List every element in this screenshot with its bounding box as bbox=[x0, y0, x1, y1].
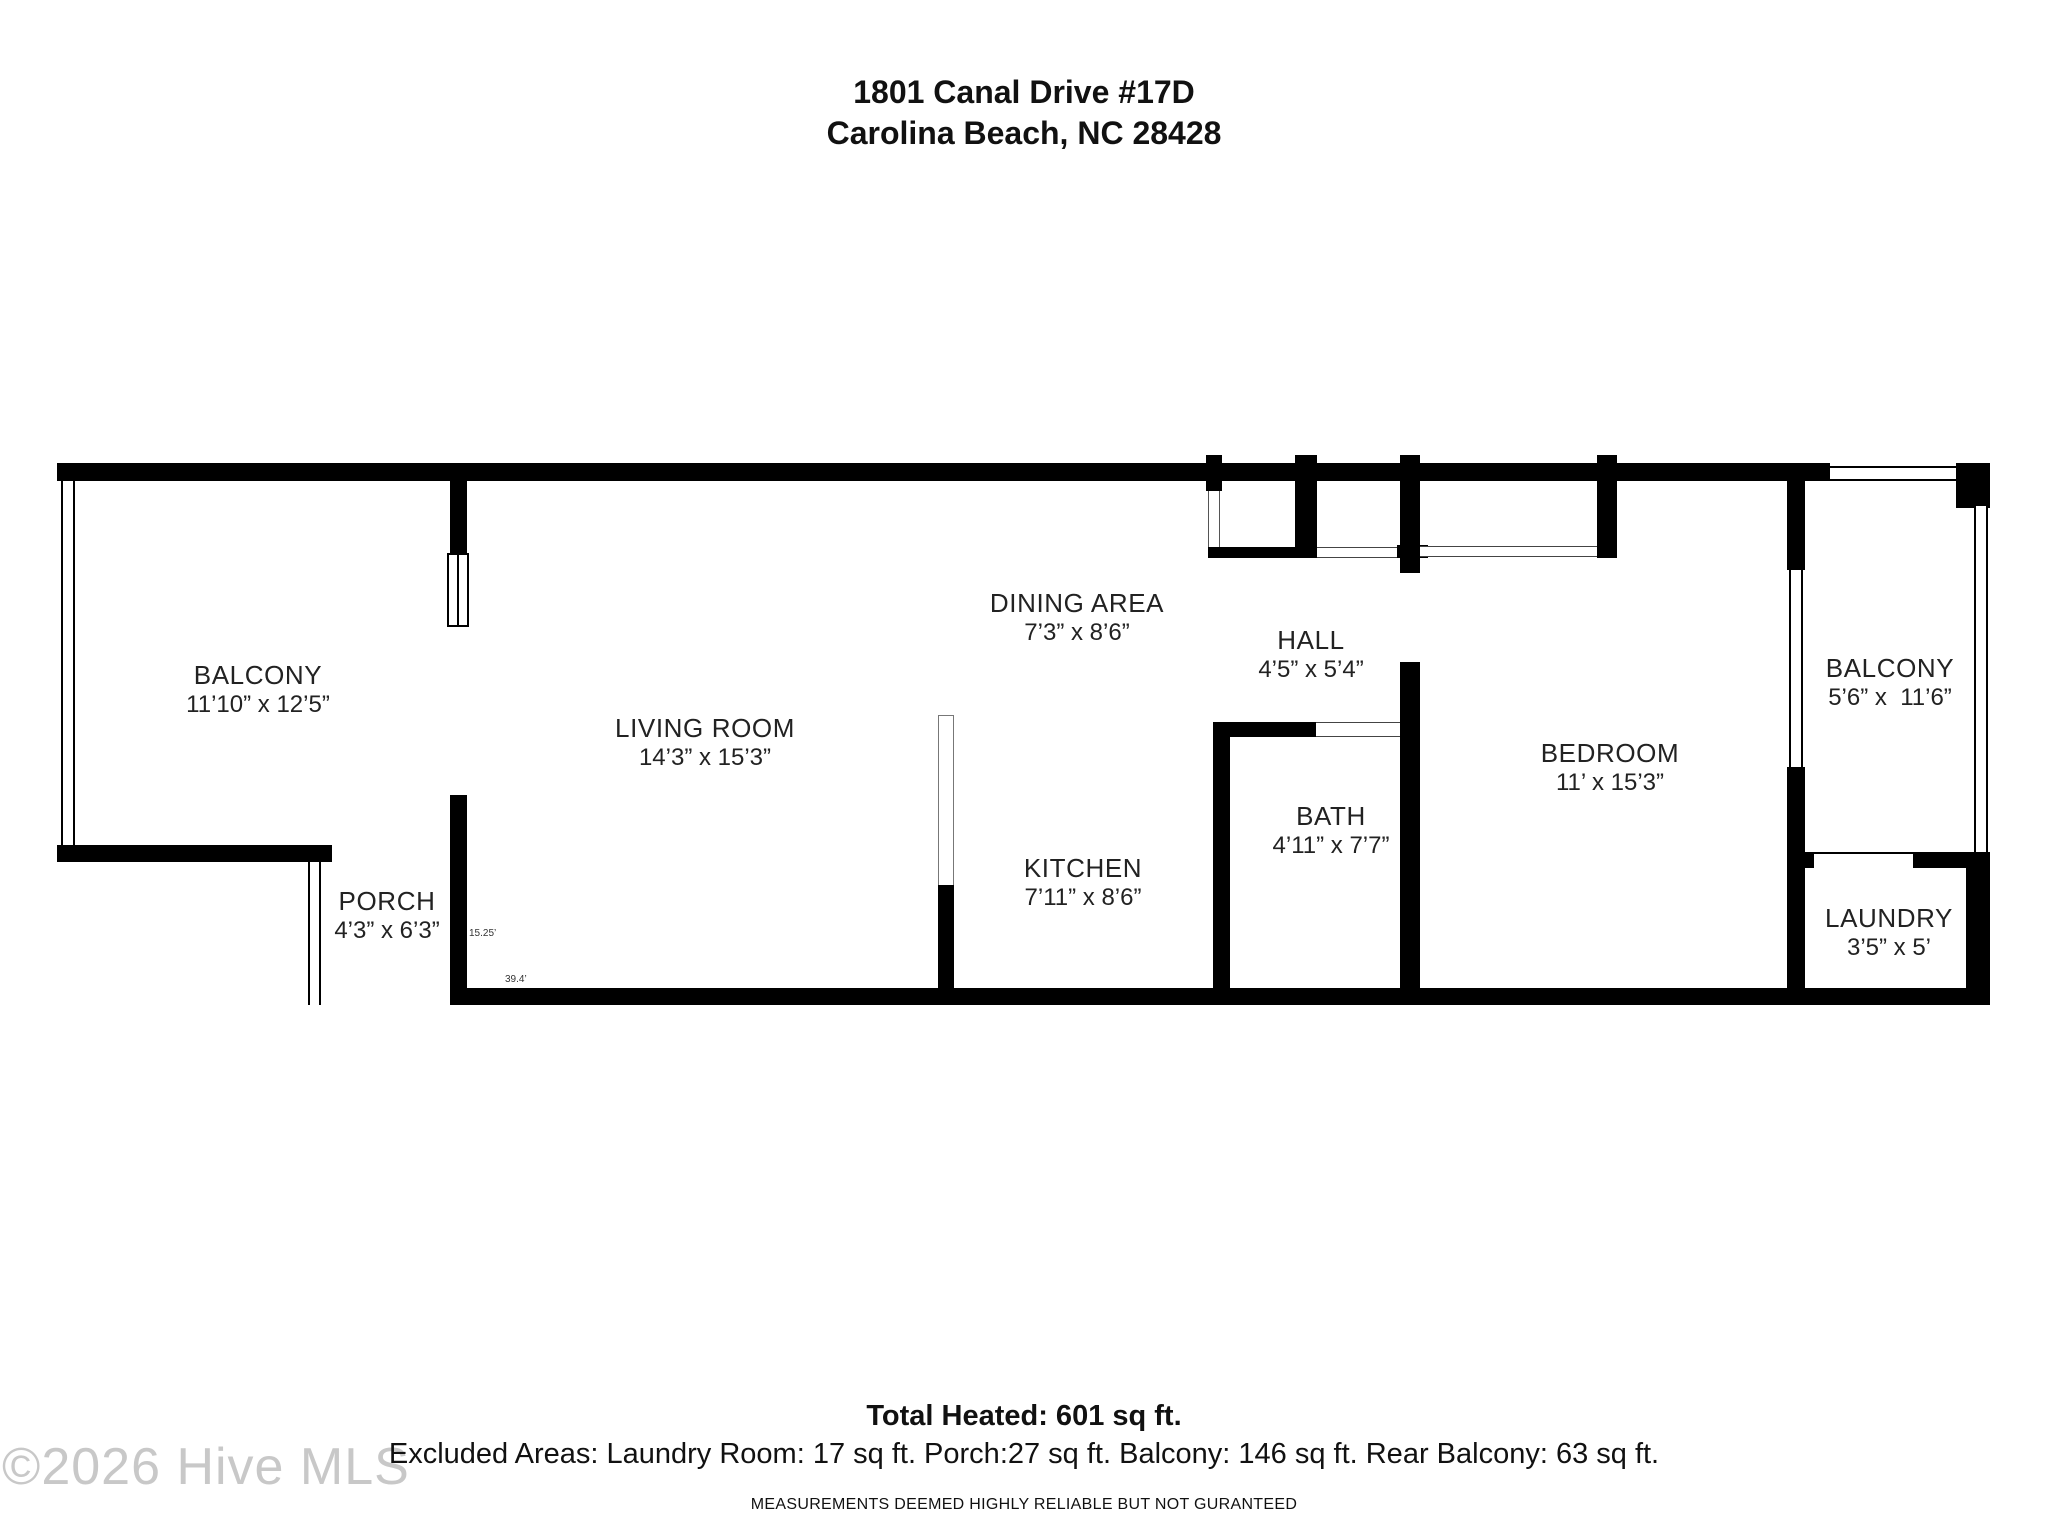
wall-bedroom-east-upper bbox=[1787, 463, 1805, 570]
laundry-door-opening bbox=[1814, 852, 1913, 868]
address-line-1: 1801 Canal Drive #17D bbox=[853, 74, 1195, 110]
room-dimensions: 4’3” x 6’3” bbox=[334, 917, 440, 944]
room-label-bedroom: BEDROOM 11’ x 15’3” bbox=[1541, 738, 1680, 797]
room-dimensions: 4’5” x 5’4” bbox=[1258, 656, 1364, 683]
entry-closet-west-wall bbox=[1208, 481, 1220, 547]
room-label-kitchen: KITCHEN 7’11” x 8’6” bbox=[1024, 853, 1142, 912]
room-label-dining-area: DINING AREA 7’3” x 8’6” bbox=[990, 588, 1164, 647]
wall-bedroom-east-lower bbox=[1787, 767, 1805, 1005]
entry-door-opening bbox=[1317, 547, 1400, 558]
room-name: BALCONY bbox=[193, 660, 323, 690]
room-name: LAUNDRY bbox=[1825, 903, 1953, 933]
address-line-2: Carolina Beach, NC 28428 bbox=[826, 115, 1222, 151]
room-dimensions: 7’3” x 8’6” bbox=[1024, 619, 1130, 646]
room-dimensions: 11’ x 15’3” bbox=[1555, 769, 1665, 796]
room-dimensions: 14’3” x 15’3” bbox=[638, 744, 772, 771]
kitchen-counter bbox=[938, 715, 954, 887]
room-dimensions: 5’6” x 11’6” bbox=[1828, 684, 1952, 711]
room-dimensions: 7’11” x 8’6” bbox=[1024, 884, 1142, 911]
room-label-balcony-left: BALCONY 11’10” x 12’5” bbox=[186, 660, 330, 719]
bath-door-opening bbox=[1316, 722, 1400, 737]
room-label-porch: PORCH 4’3” x 6’3” bbox=[334, 886, 439, 945]
dimension-annotation-vertical: 15.25’ bbox=[469, 928, 497, 939]
porch-railing bbox=[308, 862, 321, 1005]
room-name: PORCH bbox=[338, 886, 436, 916]
wall-stub-3 bbox=[1400, 455, 1420, 464]
entry-closet-east-wall bbox=[1295, 481, 1317, 558]
wall-kitchen-west-lower bbox=[938, 885, 954, 988]
wall-bath-west bbox=[1213, 722, 1230, 988]
wall-living-west-upper bbox=[450, 481, 467, 553]
wall-stub-2 bbox=[1295, 455, 1317, 464]
window-living-balcony bbox=[447, 553, 469, 627]
wall-top-right-corner bbox=[1956, 463, 1990, 508]
room-label-laundry: LAUNDRY 3’5” x 5’ bbox=[1825, 903, 1953, 962]
wall-laundry-east bbox=[1966, 852, 1990, 1005]
room-dimensions: 11’10” x 12’5” bbox=[186, 691, 330, 718]
room-name: HALL bbox=[1277, 625, 1345, 655]
room-label-bath: BATH 4’11” x 7’7” bbox=[1273, 801, 1390, 860]
room-name: LIVING ROOM bbox=[615, 713, 795, 743]
total-heated-area: Total Heated: 601 sq ft. bbox=[866, 1400, 1182, 1432]
wall-top bbox=[57, 463, 1830, 481]
room-label-living-room: LIVING ROOM 14’3” x 15’3” bbox=[615, 713, 795, 772]
wall-stub-1 bbox=[1206, 455, 1222, 464]
measurement-disclaimer: MEASUREMENTS DEEMED HIGHLY RELIABLE BUT … bbox=[750, 1496, 1298, 1513]
room-name: BEDROOM bbox=[1540, 738, 1680, 768]
room-name: BALCONY bbox=[1825, 653, 1955, 683]
room-name: KITCHEN bbox=[1023, 853, 1143, 883]
wall-laundry-top-right bbox=[1913, 852, 1990, 868]
balcony-right-railing bbox=[1974, 506, 1988, 854]
room-dimensions: 3’5” x 5’ bbox=[1846, 934, 1932, 961]
room-label-hall: HALL 4’5” x 5’4” bbox=[1258, 625, 1363, 684]
property-address: 1801 Canal Drive #17D Carolina Beach, NC… bbox=[0, 72, 2048, 154]
excluded-areas: Excluded Areas: Laundry Room: 17 sq ft. … bbox=[388, 1438, 1660, 1470]
wall-bedroom-west-lower bbox=[1400, 662, 1420, 988]
room-name: BATH bbox=[1296, 801, 1366, 831]
room-name: DINING AREA bbox=[989, 588, 1165, 618]
bedroom-closet-east-wall bbox=[1597, 481, 1617, 558]
wall-laundry-top-left bbox=[1787, 852, 1814, 868]
room-dimensions: 4’11” x 7’7” bbox=[1272, 832, 1390, 859]
balcony-left-railing bbox=[61, 481, 75, 847]
entry-closet-west-tab bbox=[1206, 481, 1222, 491]
mls-watermark: ©2026 Hive MLS bbox=[2, 1438, 410, 1496]
window-balcony-right-top bbox=[1830, 466, 1958, 481]
slider-bedroom-balcony bbox=[1789, 570, 1803, 767]
wall-bottom bbox=[450, 988, 1990, 1005]
entry-closet-bottom-wall bbox=[1208, 547, 1317, 558]
room-label-balcony-right: BALCONY 5’6” x 11’6” bbox=[1826, 653, 1954, 712]
wall-stub-4 bbox=[1597, 455, 1617, 464]
wall-living-west-lower bbox=[450, 795, 467, 1005]
dimension-annotation-horizontal: 39.4’ bbox=[505, 974, 527, 985]
wall-balcony-left-bottom bbox=[57, 845, 332, 862]
bedroom-closet-track bbox=[1420, 546, 1597, 557]
wall-bath-top bbox=[1213, 722, 1316, 737]
